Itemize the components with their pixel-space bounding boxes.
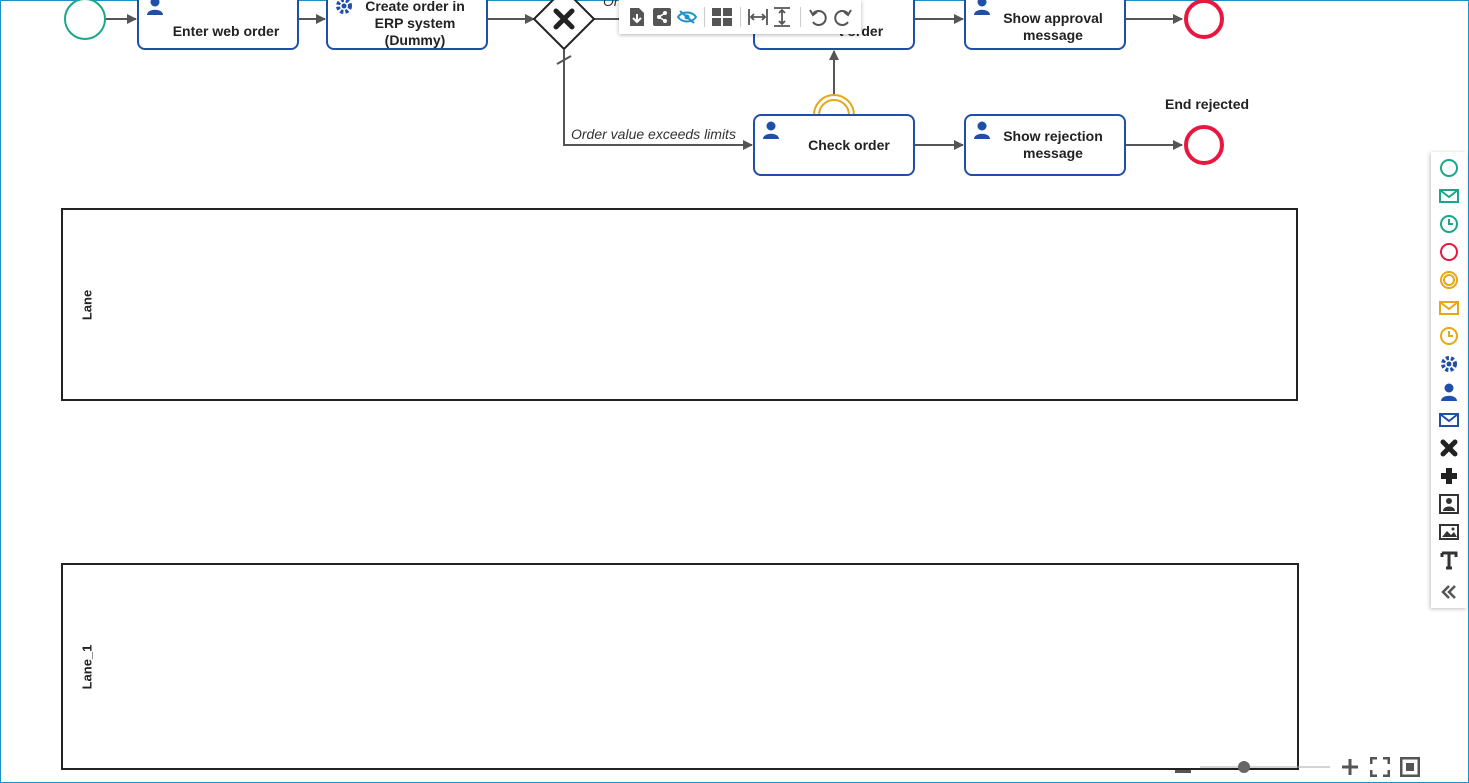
export-icon[interactable] (627, 6, 648, 28)
timer-intermediate-icon[interactable] (1439, 326, 1459, 346)
flow-label-exceeds: Order value exceeds limits (571, 126, 736, 142)
zoom-controls (1170, 752, 1430, 782)
share-icon[interactable] (652, 6, 673, 28)
toolbar-separator (799, 7, 801, 27)
start-event-icon[interactable] (1439, 158, 1459, 178)
task-label: Create order in ERP system (Dummy) (365, 0, 465, 48)
toolbar-separator (703, 7, 705, 27)
fit-width-icon[interactable] (747, 6, 768, 28)
fit-height-icon[interactable] (772, 6, 793, 28)
zoom-slider[interactable] (1200, 752, 1340, 782)
task-show-rejection[interactable]: Show rejection message (964, 114, 1126, 176)
user-task-icon (147, 0, 163, 15)
hide-icon[interactable] (676, 6, 697, 28)
intermediate-event-icon[interactable] (1439, 270, 1459, 290)
user-task-icon[interactable] (1439, 382, 1459, 402)
task-create-order-erp[interactable]: Create order in ERP system (Dummy) (326, 0, 488, 50)
user-task-icon (974, 0, 990, 15)
undo-icon[interactable] (808, 6, 829, 28)
layout-icon[interactable] (712, 6, 733, 28)
service-task-icon[interactable] (1439, 354, 1459, 374)
lane-label: Lane (79, 289, 95, 320)
end-rejected-label: End rejected (1165, 96, 1250, 112)
user-task-icon (763, 121, 779, 139)
end-event-icon[interactable] (1439, 242, 1459, 262)
parallel-gateway-icon[interactable] (1439, 466, 1459, 486)
flow-label-partial: Or (603, 0, 619, 9)
exclusive-gateway[interactable] (532, 0, 596, 51)
zoom-out-icon[interactable] (1172, 756, 1194, 778)
zoom-in-icon[interactable] (1339, 756, 1361, 778)
flow-gateway-to-check[interactable] (563, 50, 753, 150)
task-label: Show rejection message (1003, 128, 1103, 161)
fit-view-icon[interactable] (1399, 756, 1421, 778)
send-task-icon[interactable] (1439, 410, 1459, 430)
fullscreen-icon[interactable] (1369, 756, 1391, 778)
service-task-icon (336, 0, 352, 14)
timer-start-icon[interactable] (1439, 214, 1459, 234)
context-toolbar (619, 0, 861, 34)
lane-1[interactable]: Lane_1 (61, 563, 1299, 770)
redo-icon[interactable] (832, 6, 853, 28)
lane-0[interactable]: Lane (61, 208, 1298, 401)
message-intermediate-icon[interactable] (1439, 298, 1459, 318)
task-label: Check order (808, 136, 890, 153)
task-label: Show approval message (1003, 10, 1103, 43)
text-icon[interactable] (1439, 550, 1459, 570)
end-event-approved[interactable] (1184, 0, 1224, 39)
collapse-icon[interactable] (1439, 582, 1459, 602)
task-check-order[interactable]: Check order (753, 114, 915, 176)
toolbar-separator (739, 7, 741, 27)
lane-label: Lane_1 (79, 644, 95, 689)
task-enter-web-order[interactable]: Enter web order (137, 0, 299, 50)
task-show-approval[interactable]: Show approval message (964, 0, 1126, 50)
lane-icon[interactable] (1439, 494, 1459, 514)
element-palette (1431, 152, 1467, 608)
message-start-icon[interactable] (1439, 186, 1459, 206)
image-icon[interactable] (1439, 522, 1459, 542)
user-task-icon (974, 121, 990, 139)
exclusive-gateway-icon[interactable] (1439, 438, 1459, 458)
start-event[interactable] (64, 0, 106, 40)
flow-default-tick (556, 55, 572, 65)
task-label: Enter web order (172, 22, 280, 39)
end-event-rejected[interactable] (1184, 125, 1224, 165)
